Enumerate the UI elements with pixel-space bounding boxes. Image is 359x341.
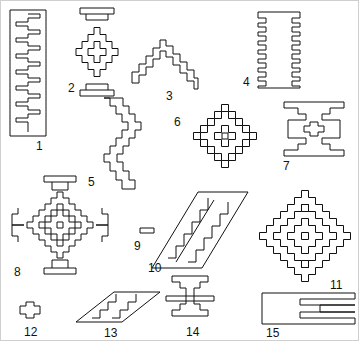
callout-number: 2	[68, 82, 75, 95]
callout-number: 9	[134, 240, 141, 253]
ornament-motif	[52, 182, 68, 190]
ornament-motif	[88, 42, 106, 63]
ornament-motif	[260, 191, 351, 282]
ornament-motif	[76, 28, 118, 77]
ornament-motif	[132, 51, 198, 89]
ornament-motif	[117, 98, 141, 189]
ornament-motif	[300, 293, 355, 305]
ornament-motif	[300, 312, 355, 324]
ornament-motif	[39, 204, 81, 246]
ornament-motif	[215, 126, 236, 147]
ornament-motif	[304, 122, 324, 136]
ornament-motif	[320, 305, 355, 312]
ornament-motif	[10, 10, 46, 136]
ornament-group	[10, 8, 355, 324]
ornament-motif	[80, 90, 114, 96]
ornament-motif	[262, 293, 355, 324]
ornament-motif	[80, 8, 114, 14]
ornament-motif	[16, 14, 40, 132]
ornament-motif	[52, 260, 68, 268]
callout-number: 11	[330, 279, 342, 292]
ornament-motif	[104, 98, 117, 99]
ornament-motif	[96, 208, 108, 225]
ornament-motif	[44, 176, 76, 182]
ornament-motif	[194, 105, 257, 168]
ornament-motif	[258, 12, 300, 88]
ornament-motif	[302, 233, 309, 240]
ornament-motif	[288, 219, 323, 254]
ornament-motif	[57, 222, 63, 228]
callout-number: 10	[148, 262, 161, 275]
ornament-motif	[302, 261, 309, 268]
ornament-motif	[122, 189, 135, 190]
callout-number: 6	[174, 116, 181, 129]
ornament-motif	[96, 225, 108, 242]
ornament-motif	[112, 294, 136, 318]
callout-number: 1	[36, 140, 43, 153]
callout-number: 13	[104, 327, 117, 340]
callout-number: 8	[14, 266, 21, 279]
ornament-motif	[20, 302, 40, 318]
ornament-motif	[86, 84, 108, 90]
ornament-motif	[198, 78, 199, 89]
callout-number: 12	[24, 326, 37, 339]
ornament-motif	[45, 210, 75, 240]
ornament-motif	[284, 102, 344, 156]
callout-number: 4	[243, 76, 250, 89]
ornament-motif	[12, 208, 24, 225]
ornament-motif	[132, 72, 133, 83]
ornament-motif	[44, 268, 76, 274]
ornament-motif	[140, 228, 154, 233]
ornament-motif	[76, 292, 160, 322]
ornament-motif	[92, 294, 116, 318]
ornament-motif	[168, 198, 208, 258]
ornament-motif	[104, 98, 128, 189]
callout-number: 3	[166, 90, 173, 103]
ornament-motif	[166, 296, 214, 301]
ornament-motif	[152, 192, 248, 268]
callout-number: 5	[88, 176, 95, 189]
ornament-motif	[302, 205, 309, 212]
ornament-motif	[132, 40, 198, 78]
callout-number: 15	[266, 327, 279, 340]
callout-number: 7	[283, 160, 290, 173]
ornament-motif	[274, 205, 337, 268]
ornament-motif	[86, 14, 108, 20]
ornament-motif	[176, 200, 214, 262]
ornament-motif	[12, 225, 24, 242]
callout-number: 14	[186, 326, 199, 339]
ornament-motif	[27, 192, 93, 258]
ornament-motif	[222, 133, 228, 139]
ornament-motif	[201, 112, 250, 161]
